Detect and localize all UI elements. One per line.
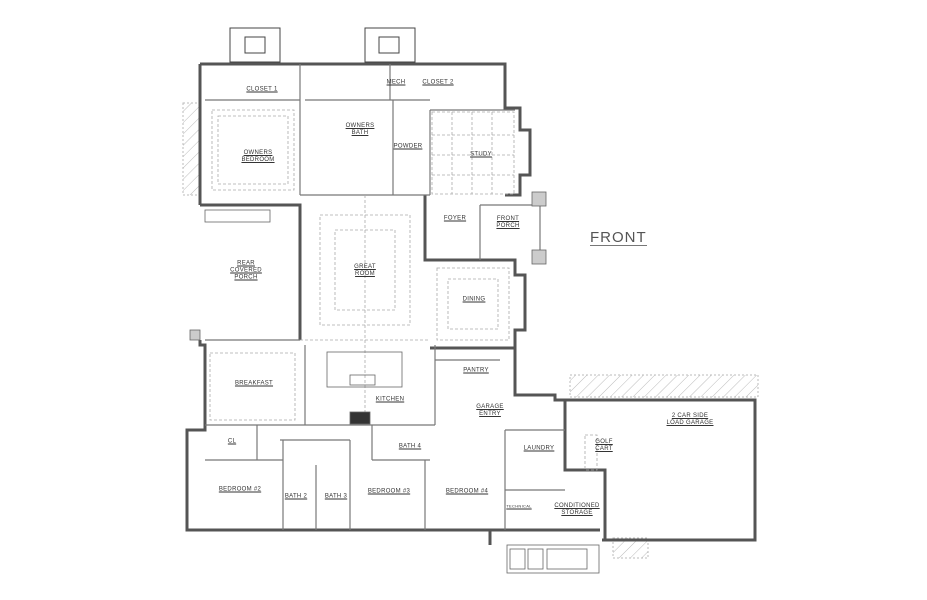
room-label-cl: CL: [227, 438, 237, 445]
chimney-right: [364, 27, 416, 63]
chimney-left: [229, 27, 281, 63]
front-orientation-label: FRONT: [590, 229, 647, 246]
room-label-bedroom-2: BEDROOM #2: [218, 486, 262, 493]
room-label-garage-entry: GARAGE ENTRY: [476, 404, 504, 417]
room-label-garage: 2 CAR SIDE LOAD GARAGE: [666, 413, 714, 426]
room-label-closet-1: CLOSET 1: [246, 86, 278, 93]
room-label-owners-bath: OWNERS BATH: [345, 123, 375, 136]
room-label-mech: MECH: [386, 79, 406, 86]
room-label-technical: TECHNICAL: [506, 503, 532, 509]
room-label-kitchen: KITCHEN: [375, 396, 405, 403]
room-label-front-porch: FRONT PORCH: [496, 216, 520, 229]
room-label-owners-bedroom: OWNERS BEDROOM: [241, 150, 275, 163]
room-label-study: STUDY: [470, 151, 492, 158]
room-label-foyer: FOYER: [443, 215, 467, 222]
room-label-great-room: GREAT ROOM: [354, 264, 376, 277]
room-label-rear-covered-porch: REAR COVERED PORCH: [230, 260, 262, 281]
room-label-powder: POWDER: [393, 143, 423, 150]
room-label-conditioned-storage: CONDITIONED STORAGE: [554, 503, 600, 516]
room-label-bedroom-4: BEDROOM #4: [445, 488, 489, 495]
room-label-breakfast: BREAKFAST: [234, 380, 274, 387]
room-label-bedroom-3: BEDROOM #3: [367, 488, 411, 495]
room-label-laundry: LAUNDRY: [523, 445, 555, 452]
room-label-bath-3: BATH 3: [324, 493, 348, 500]
room-label-golf-cart: GOLF CART: [595, 439, 613, 452]
room-label-pantry: PANTRY: [463, 367, 489, 374]
room-label-bath-2: BATH 2: [284, 493, 308, 500]
room-label-dining: DINING: [462, 296, 486, 303]
room-label-closet-2: CLOSET 2: [422, 79, 454, 86]
room-label-bath-4: BATH 4: [398, 443, 422, 450]
